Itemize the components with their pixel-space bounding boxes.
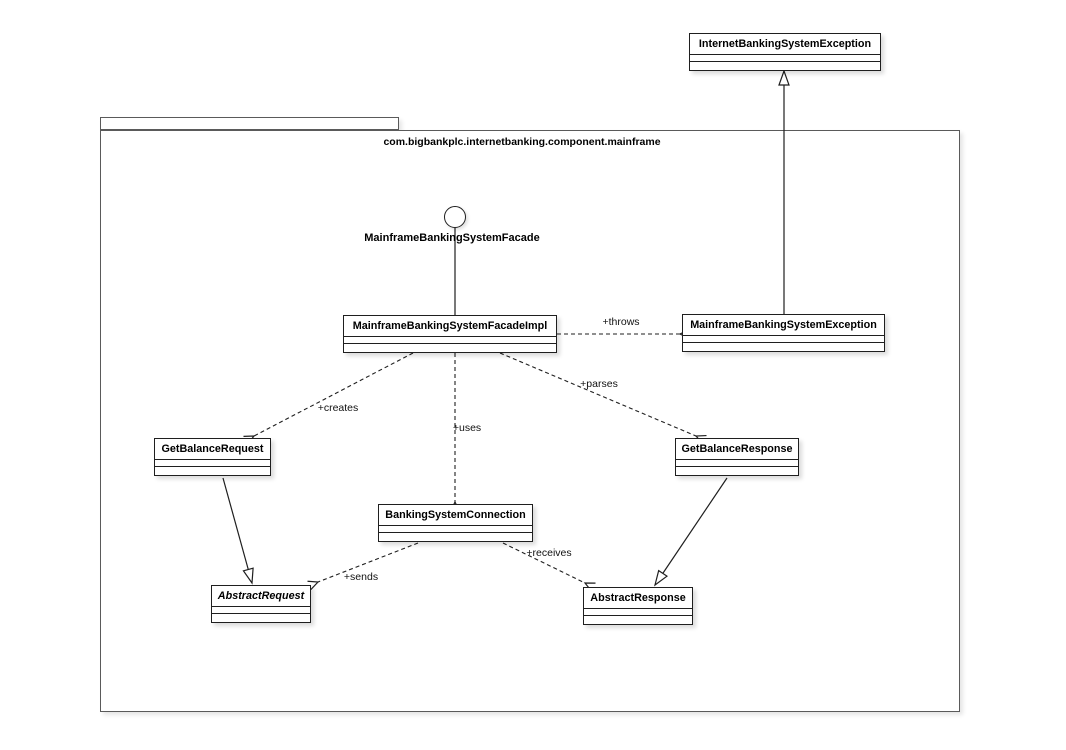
attributes-compartment	[690, 55, 880, 62]
class-abstractrequest: AbstractRequest	[211, 585, 311, 623]
interface-name: MainframeBankingSystemFacade	[364, 232, 540, 244]
operations-compartment	[155, 467, 270, 475]
attributes-compartment	[683, 336, 884, 343]
class-bankingsystemconnection: BankingSystemConnection	[378, 504, 533, 542]
operations-compartment	[584, 616, 692, 624]
class-name: AbstractRequest	[212, 586, 310, 607]
attributes-compartment	[584, 609, 692, 616]
class-getbalancerequest: GetBalanceRequest	[154, 438, 271, 476]
class-name: GetBalanceResponse	[676, 439, 798, 460]
operations-compartment	[690, 62, 880, 70]
attributes-compartment	[676, 460, 798, 467]
class-name: MainframeBankingSystemException	[683, 315, 884, 336]
operations-compartment	[212, 614, 310, 622]
package-tab	[100, 117, 399, 130]
class-mainframebankingsystemfacadeimpl: MainframeBankingSystemFacadeImpl	[343, 315, 557, 353]
edge-label-sends: +sends	[343, 571, 379, 583]
class-name: GetBalanceRequest	[155, 439, 270, 460]
class-name: BankingSystemConnection	[379, 505, 532, 526]
attributes-compartment	[212, 607, 310, 614]
operations-compartment	[676, 467, 798, 475]
edge-label-creates: +creates	[317, 402, 359, 414]
attributes-compartment	[155, 460, 270, 467]
class-internetbankingsystemexception: InternetBankingSystemException	[689, 33, 881, 71]
attributes-compartment	[344, 337, 556, 344]
class-mainframebankingsystemexception: MainframeBankingSystemException	[682, 314, 885, 352]
interface-lollipop-icon	[444, 206, 466, 228]
attributes-compartment	[379, 526, 532, 533]
edge-label-uses: +uses	[452, 422, 482, 434]
class-name: MainframeBankingSystemFacadeImpl	[344, 316, 556, 337]
class-name: InternetBankingSystemException	[690, 34, 880, 55]
class-name: AbstractResponse	[584, 588, 692, 609]
class-abstractresponse: AbstractResponse	[583, 587, 693, 625]
operations-compartment	[683, 343, 884, 351]
package-body	[100, 130, 960, 712]
package-name: com.bigbankplc.internetbanking.component…	[383, 136, 661, 148]
operations-compartment	[344, 344, 556, 352]
class-getbalanceresponse: GetBalanceResponse	[675, 438, 799, 476]
edge-label-parses: +parses	[580, 378, 618, 390]
operations-compartment	[379, 533, 532, 541]
edge-label-receives: +receives	[526, 547, 572, 559]
edge-label-throws: +throws	[602, 316, 640, 328]
